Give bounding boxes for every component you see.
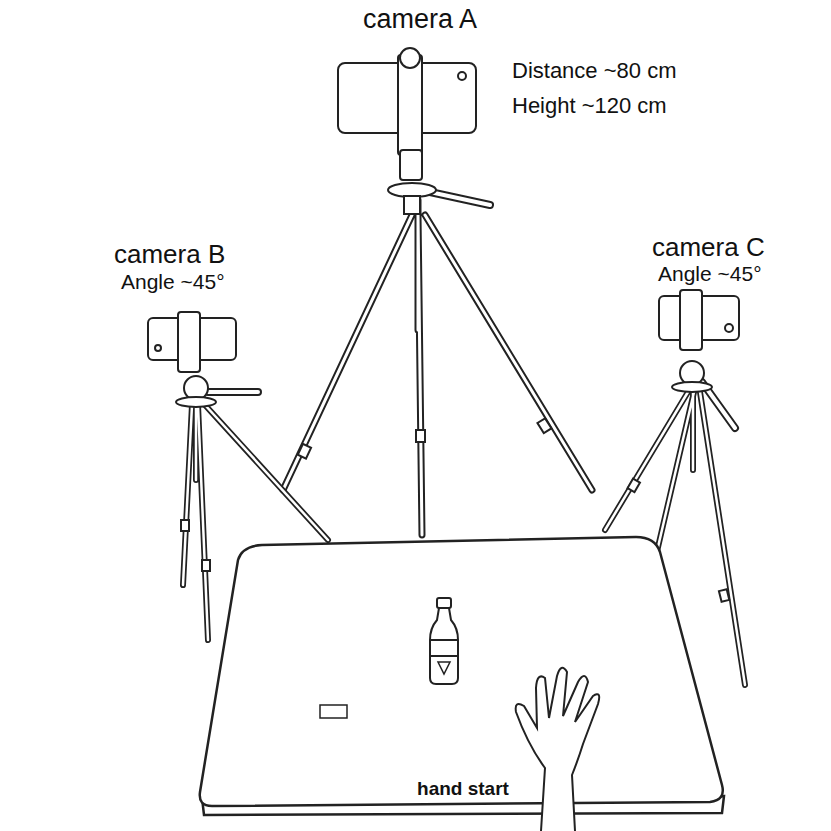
annotation-label: Angle ~45° (658, 262, 762, 286)
camera-b (148, 312, 236, 407)
tripod-handles (208, 192, 735, 428)
annotation-label: Distance ~80 cm (512, 58, 676, 83)
start-marker (320, 705, 347, 718)
annotation-label: camera C (652, 233, 765, 263)
annotation-label: hand start (417, 778, 509, 800)
bottle (430, 598, 458, 684)
hand (516, 668, 600, 831)
annotation-label: Angle ~45° (121, 270, 225, 294)
table (200, 537, 724, 815)
camera-a (338, 48, 476, 214)
annotation-label: camera A (363, 4, 477, 35)
annotation-label: Height ~120 cm (512, 93, 667, 118)
annotation-label: camera B (114, 240, 225, 270)
camera-c (659, 290, 739, 392)
